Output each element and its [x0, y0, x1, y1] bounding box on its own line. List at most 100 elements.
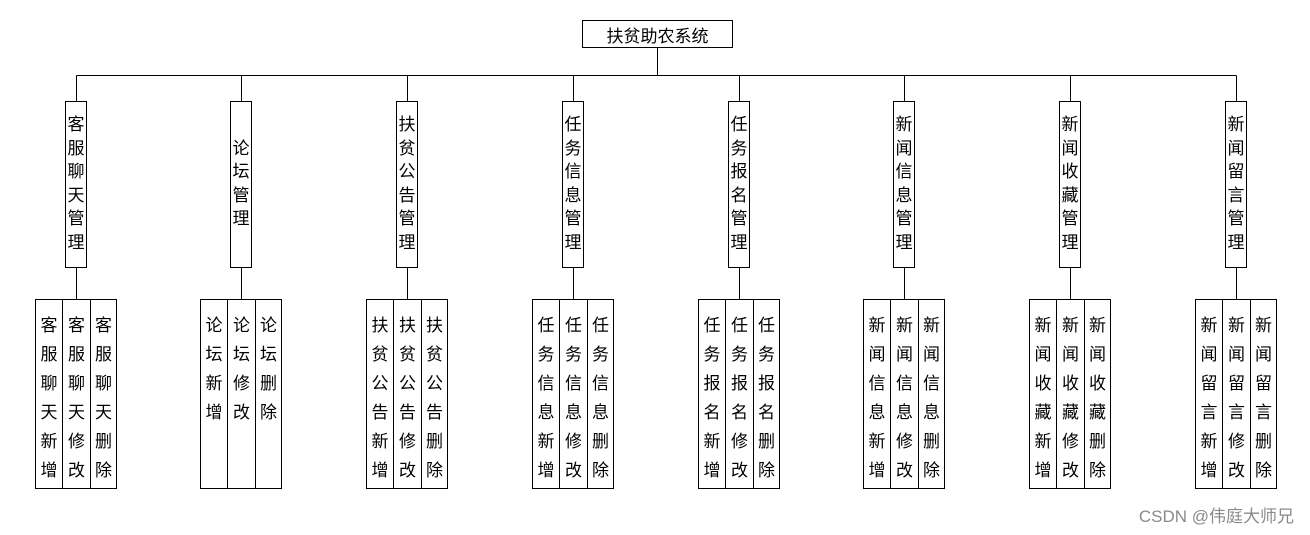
root-node: 扶贫助农系统: [582, 20, 733, 48]
module-label-char: 新: [1227, 115, 1245, 135]
function-label-char: 除: [95, 461, 112, 481]
module-label-char: 报: [730, 162, 748, 182]
function-label-char: 除: [1255, 461, 1272, 481]
module-label-char: 理: [67, 232, 85, 253]
root-label: 扶贫助农系统: [606, 26, 709, 47]
function-label-char: 新: [1062, 316, 1079, 336]
function-label-char: 天: [40, 403, 58, 423]
function-label-char: 务: [731, 345, 748, 365]
function-label-char: 信: [923, 374, 940, 394]
module-node: 论坛管理论坛管理: [230, 101, 252, 268]
function-label-char: 修: [1228, 432, 1245, 452]
function-label-text: 新闻收藏修改: [1057, 300, 1084, 488]
function-node: 新闻留言修改新闻留言修改: [1222, 299, 1251, 489]
function-label-char: 务: [537, 345, 555, 365]
function-label-char: 贫: [371, 345, 389, 365]
function-label-char: 任: [592, 316, 609, 336]
function-label-char: 言: [1255, 403, 1272, 423]
function-label-char: 告: [399, 403, 416, 423]
function-label-char: 贫: [426, 345, 443, 365]
module-label-char: 管: [1061, 209, 1079, 229]
watermark: CSDN @伟庭大师兄: [1138, 507, 1294, 526]
module-label-text: 新闻信息管理: [894, 102, 914, 267]
module-label-char: 管: [1227, 209, 1245, 229]
function-label-char: 务: [592, 345, 609, 365]
function-label-char: 删: [758, 432, 775, 452]
module-label-char: 任: [730, 115, 748, 135]
function-label-char: 增: [205, 403, 223, 423]
function-node: 客服聊天修改客服聊天修改: [62, 299, 91, 489]
function-label-char: 新: [703, 432, 721, 452]
function-label-char: 务: [565, 345, 582, 365]
function-label-char: 除: [923, 461, 940, 481]
function-node: 论坛修改论坛修改: [227, 299, 256, 489]
module-label-text: 新闻收藏管理: [1060, 102, 1080, 267]
function-label-char: 坛: [205, 345, 223, 365]
function-label-char: 新: [537, 432, 555, 452]
function-label-char: 新: [40, 432, 58, 452]
function-node: 任务信息修改任务信息修改: [559, 299, 588, 489]
module-label-text: 客服聊天管理: [66, 102, 86, 267]
function-label-char: 删: [426, 432, 443, 452]
function-label-char: 报: [758, 374, 775, 394]
function-label-char: 名: [731, 403, 748, 423]
function-label-char: 新: [868, 432, 886, 452]
function-label-char: 论: [233, 316, 250, 336]
module-label-char: 信: [564, 162, 582, 182]
module-label-char: 理: [564, 232, 582, 253]
function-label-char: 改: [565, 461, 582, 481]
function-label-char: 改: [1062, 461, 1079, 481]
function-node: 新闻留言新增新闻留言新增: [1194, 299, 1224, 489]
function-label-text: 论坛删除: [256, 300, 282, 488]
function-label-char: 新: [1255, 316, 1272, 336]
function-label-char: 闻: [1200, 345, 1218, 365]
function-node: 新闻留言删除新闻留言删除: [1249, 299, 1278, 489]
module-label-char: 公: [398, 162, 416, 182]
module-label-text: 任务信息管理: [563, 102, 583, 267]
function-node: 任务报名删除任务报名删除: [752, 299, 781, 489]
function-label-text: 新闻信息修改: [891, 300, 918, 488]
function-label-char: 改: [68, 461, 85, 481]
module-label-text: 论坛管理: [231, 102, 251, 267]
function-node: 新闻信息删除新闻信息删除: [917, 299, 946, 489]
function-node: 新闻收藏新增新闻收藏新增: [1028, 299, 1058, 489]
function-label-char: 改: [731, 461, 748, 481]
function-label-char: 论: [205, 316, 223, 336]
function-label-char: 增: [537, 461, 555, 481]
function-label-char: 告: [371, 403, 389, 423]
module-label-char: 天: [67, 185, 85, 206]
module-label-char: 务: [564, 138, 582, 159]
function-label-char: 言: [1200, 403, 1218, 423]
module-label-char: 息: [895, 185, 913, 206]
function-label-text: 扶贫公告修改: [394, 300, 421, 488]
function-label-char: 修: [1062, 432, 1079, 452]
module-label-char: 名: [730, 185, 748, 206]
module-label-text: 扶贫公告管理: [397, 102, 417, 267]
function-node: 论坛删除论坛删除: [254, 299, 283, 489]
function-label-char: 报: [703, 374, 721, 394]
function-label-text: 任务信息修改: [560, 300, 587, 488]
function-label-char: 任: [565, 316, 582, 336]
function-label-char: 新: [868, 316, 886, 336]
function-label-char: 天: [68, 403, 85, 423]
function-label-char: 任: [758, 316, 775, 336]
function-label-char: 闻: [1034, 345, 1052, 365]
function-label-char: 留: [1255, 374, 1272, 394]
function-label-char: 收: [1089, 374, 1106, 394]
module-node: 新闻留言管理新闻留言管理: [1225, 101, 1247, 268]
function-label-char: 息: [923, 403, 940, 423]
function-label-char: 报: [731, 374, 748, 394]
function-node: 客服聊天删除客服聊天删除: [89, 299, 118, 489]
function-label-char: 扶: [371, 316, 389, 336]
function-label-text: 任务信息删除: [588, 300, 614, 488]
function-label-char: 息: [565, 403, 582, 423]
function-label-char: 任: [703, 316, 721, 336]
function-label-char: 扶: [426, 316, 443, 336]
function-label-text: 新闻信息删除: [919, 300, 945, 488]
function-label-char: 公: [399, 374, 416, 394]
function-label-text: 新闻信息新增: [864, 300, 891, 488]
function-label-char: 息: [592, 403, 609, 423]
function-label-char: 收: [1062, 374, 1079, 394]
function-label-text: 任务报名修改: [726, 300, 753, 488]
function-label-text: 扶贫公告删除: [422, 300, 448, 488]
